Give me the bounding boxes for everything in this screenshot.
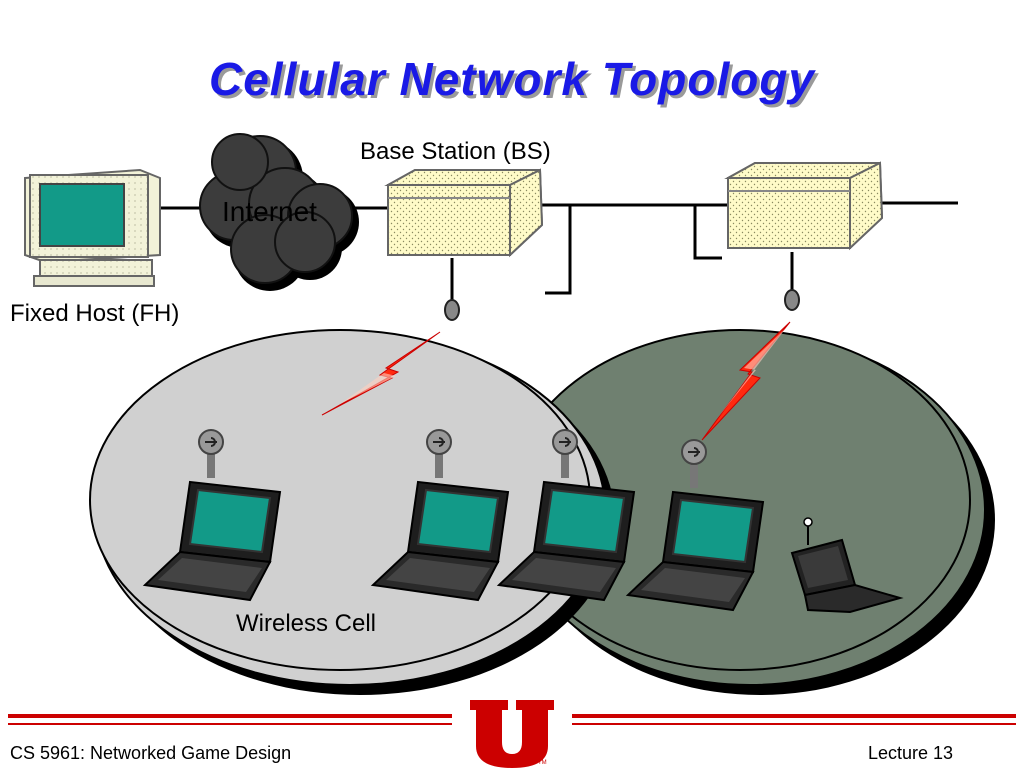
wireless-cell-label: Wireless Cell bbox=[236, 610, 377, 637]
footer-course: CS 5961: Networked Game Design bbox=[10, 743, 292, 763]
computer-icon bbox=[24, 168, 161, 287]
fixed-host-label: Fixed Host (FH) bbox=[10, 300, 180, 327]
internet-cloud-icon bbox=[199, 133, 359, 291]
university-logo: TM bbox=[470, 700, 554, 768]
antenna-icon bbox=[444, 299, 460, 321]
footer-rules bbox=[8, 714, 1016, 725]
base-station-label: Base Station (BS) bbox=[360, 138, 551, 165]
svg-text:TM: TM bbox=[538, 760, 547, 766]
slide-title: Cellular Network Topology bbox=[208, 53, 816, 105]
footer-lecture: Lecture 13 bbox=[868, 743, 954, 763]
antenna-icon bbox=[784, 289, 800, 311]
base-station-icon bbox=[724, 161, 884, 251]
network-links bbox=[160, 201, 958, 300]
internet-label: Internet bbox=[222, 196, 317, 227]
laptop-icon bbox=[790, 517, 904, 614]
wireless-cell-left bbox=[89, 329, 615, 695]
lightning-icon bbox=[701, 321, 791, 441]
lightning-icon bbox=[321, 331, 441, 416]
base-station-icon bbox=[384, 168, 544, 258]
